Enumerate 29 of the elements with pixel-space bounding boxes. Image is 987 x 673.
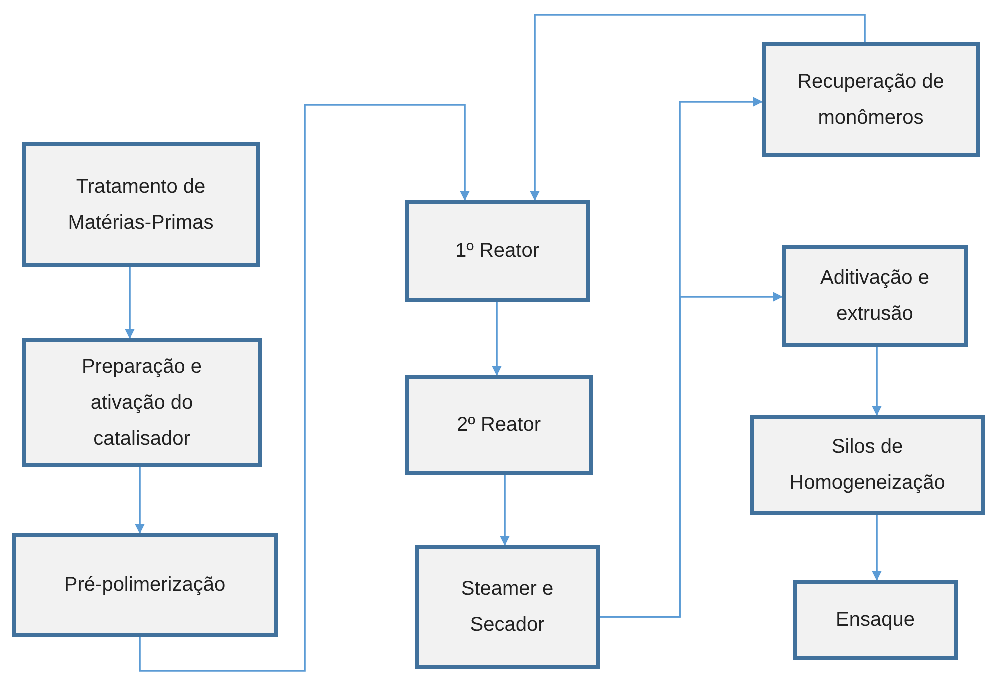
step-label: Ensaque <box>836 608 915 633</box>
step-label: Silos de Homogeneização <box>788 435 946 496</box>
step-label: Steamer e Secador <box>460 577 555 638</box>
step-label: Aditivação e extrusão <box>820 266 930 327</box>
process-box <box>793 580 958 660</box>
step-label: Pré-polimerização <box>64 573 226 598</box>
arrow <box>139 104 470 672</box>
process-box <box>12 533 278 637</box>
arrow <box>530 14 866 201</box>
arrow <box>872 347 882 416</box>
arrow <box>600 292 783 618</box>
step-label: 1º Reator <box>455 239 540 264</box>
arrow <box>135 467 145 534</box>
step-label: Recuperação de monômeros <box>796 70 946 130</box>
step-label: Preparação e ativação do catalisador <box>80 354 204 452</box>
process-box <box>415 545 600 669</box>
step-label: 2º Reator <box>456 413 541 438</box>
arrow <box>872 515 882 581</box>
process-box <box>762 42 980 157</box>
process-box <box>782 245 968 347</box>
process-box <box>750 415 985 515</box>
arrow <box>492 302 502 376</box>
process-box <box>22 338 262 467</box>
process-box <box>22 142 260 267</box>
process-box <box>405 200 590 302</box>
arrow <box>500 475 510 546</box>
process-box <box>405 375 593 475</box>
arrow <box>125 267 135 339</box>
step-label: Tratamento de Matérias-Primas <box>67 174 215 236</box>
